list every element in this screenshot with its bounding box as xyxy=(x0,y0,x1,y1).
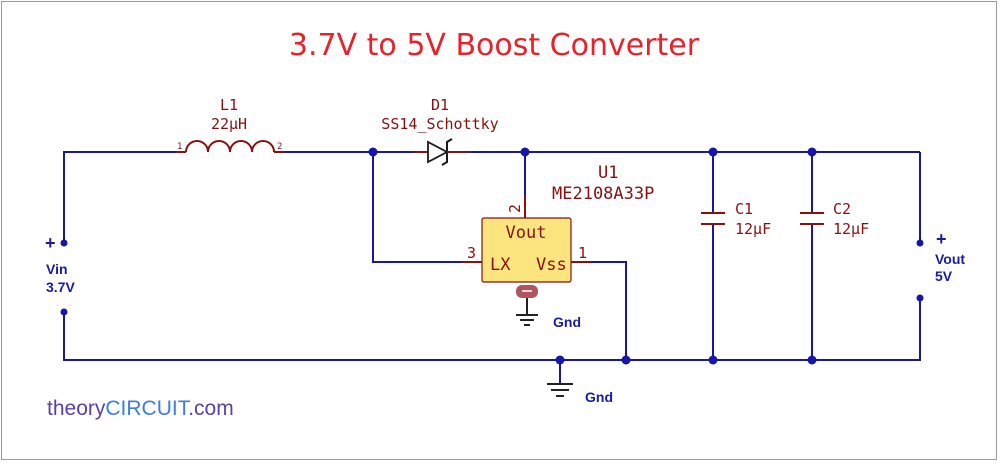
output-value: 5V xyxy=(935,268,953,284)
diode-ref: D1 xyxy=(431,96,449,114)
input-terminal: + Vin 3.7V xyxy=(45,233,75,295)
ic-pin-num-lx: 3 xyxy=(467,244,476,262)
terminal-vout-minus xyxy=(916,294,924,302)
watermark: theoryCIRCUIT.com xyxy=(47,397,234,420)
diode-triangle xyxy=(427,140,449,164)
inductor-pin2: 2 xyxy=(277,142,282,152)
ic-body xyxy=(481,217,572,283)
ic-label-vout: Vout xyxy=(506,223,547,243)
junction-dot xyxy=(708,355,718,365)
ic-ref: U1 xyxy=(598,163,618,183)
ic-label-lx: LX xyxy=(490,255,511,275)
inductor-value: 22µH xyxy=(211,115,247,133)
wire-ground-rail xyxy=(63,298,921,361)
capacitor-c1-ref: C1 xyxy=(735,200,753,218)
inductor-ref: L1 xyxy=(220,96,238,114)
watermark-part1: theory xyxy=(47,397,106,420)
diagram-title: 3.7V to 5V Boost Converter xyxy=(289,28,700,63)
terminal-vin-plus xyxy=(60,239,68,247)
capacitor-c2-ref: C2 xyxy=(833,200,851,218)
wire-lx xyxy=(372,152,480,263)
watermark-part3: .com xyxy=(188,397,234,420)
ic-u1: Vout LX Vss 2 3 1 U1 ME2108A33P Gnd xyxy=(462,163,654,330)
ic-part: ME2108A33P xyxy=(552,184,654,204)
output-name: Vout xyxy=(935,251,965,267)
wire-vss xyxy=(573,261,627,360)
output-plus-sign: + xyxy=(936,229,947,249)
main-ground: Gnd xyxy=(547,383,613,405)
input-name: Vin xyxy=(46,261,68,277)
junction-dot xyxy=(621,355,631,365)
ic-pin-num-vout: 2 xyxy=(506,204,524,213)
capacitor-c1-value: 12µF xyxy=(735,220,771,238)
inductor-coil xyxy=(185,140,275,153)
input-value: 3.7V xyxy=(46,279,75,295)
junction-dot xyxy=(807,147,817,157)
junction-dot xyxy=(555,355,565,365)
watermark-part2: CIRCUIT xyxy=(105,397,190,420)
ic-pin-num-vss: 1 xyxy=(578,244,587,262)
ic-ground-label: Gnd xyxy=(553,314,581,330)
junction-dot xyxy=(807,355,817,365)
junction-dot xyxy=(708,147,718,157)
capacitor-c1: C1 12µF xyxy=(701,200,771,238)
terminal-vout-plus xyxy=(916,239,924,247)
capacitor-c2-value: 12µF xyxy=(833,220,869,238)
wire-vin-to-l1 xyxy=(63,151,183,241)
ic-label-vss: Vss xyxy=(536,255,567,275)
input-plus-sign: + xyxy=(45,233,56,253)
wires xyxy=(63,151,921,383)
diode-value: SS14_Schottky xyxy=(381,115,498,133)
diode-d1: D1 SS14_Schottky xyxy=(381,96,499,166)
inductor-pin1: 1 xyxy=(177,142,182,152)
capacitor-c2: C2 12µF xyxy=(800,200,869,238)
junctions xyxy=(60,147,924,365)
main-ground-label: Gnd xyxy=(585,389,613,405)
junction-dot xyxy=(368,147,378,157)
junction-dot xyxy=(520,147,530,157)
terminal-vin-minus xyxy=(60,308,68,316)
output-terminal: + Vout 5V xyxy=(935,229,965,284)
inductor-l1: L1 22µH 1 2 xyxy=(176,96,284,153)
